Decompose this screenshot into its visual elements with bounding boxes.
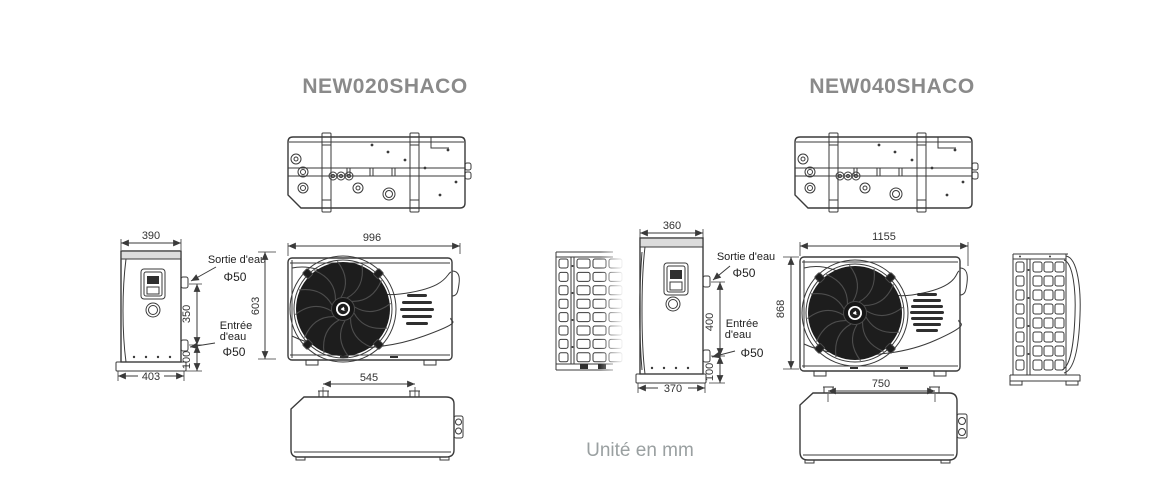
rear-grille-view-020 [555,244,624,380]
water-outlet-port-040 [702,275,711,288]
water-inlet-port-020 [180,339,189,352]
outlet-label-040: Sortie d'eau [717,251,775,263]
model-title-new020shaco: NEW020SHACO [302,75,468,98]
water-inlet-port-040 [702,349,711,363]
dim-040-front-width: 1155 [872,231,896,243]
top-view-040 [794,132,979,213]
outlet-arrow-020 [190,266,217,282]
side-view-020-dimensions: 390 350 100 403 [117,230,202,383]
inlet-label-2-040: d'eau [725,329,752,341]
side-view-040-dimensions: 360 400 100 370 [637,220,725,395]
outlet-dia-040: Φ50 [733,266,756,280]
dim-040-base-width: 370 [664,383,682,395]
inlet-label-2-020: d'eau [220,331,247,343]
inlet-dia-020: Φ50 [223,345,246,359]
top-view-020 [287,132,472,213]
outlet-label-020: Sortie d'eau [208,254,266,266]
dim-040-top-width: 360 [663,220,681,232]
unit-note: Unité en mm [586,440,694,461]
inlet-label-1-020: Entrée [220,320,252,332]
port-labels-040: Sortie d'eau Φ50 Entrée d'eau Φ50 [711,251,775,360]
dim-040-mount-spacing: 750 [872,378,890,390]
vent-grille-020 [340,294,434,358]
outlet-arrow-040 [712,265,731,281]
model-020-group: 390 350 100 403 Sortie d'eau Φ50 Entrée … [115,132,624,461]
dim-020-front-height: 603 [250,297,262,315]
pipe-connector-040 [956,413,968,439]
fan-040 [802,260,908,366]
inlet-arrow-040 [711,350,736,359]
dim-020-base-offset: 100 [181,351,193,369]
side-handle-040 [959,267,968,296]
fan-020 [290,256,396,362]
side-handle-020 [451,270,460,297]
model-title-new040shaco: NEW040SHACO [809,75,975,98]
dim-040-base-offset: 100 [704,363,716,381]
rear-grille-view-040 [1009,253,1081,386]
inlet-label-1-040: Entrée [726,318,758,330]
water-outlet-port-020 [180,276,189,289]
dim-020-port-spacing: 350 [181,305,193,323]
model-040-group: 360 400 100 370 Sortie d'eau Φ50 Entrée … [635,132,1081,464]
front-view-020: 996 603 [250,232,461,366]
port-labels-020: Sortie d'eau Φ50 Entrée d'eau Φ50 [189,254,266,359]
dim-020-top-width: 390 [142,230,160,242]
side-view-020 [115,250,189,372]
outlet-dia-020: Φ50 [224,270,247,284]
bottom-view-040: 750 [799,378,968,464]
pipe-connector-020 [453,415,464,439]
inlet-arrow-020 [189,342,216,350]
dim-020-mount-spacing: 545 [360,372,378,384]
dim-040-port-spacing: 400 [704,313,716,331]
side-view-040 [635,237,711,384]
dim-040-front-height: 868 [775,300,787,318]
inlet-dia-040: Φ50 [741,346,764,360]
front-view-040: 1155 868 [775,231,969,377]
dim-020-front-width: 996 [363,232,381,244]
dim-020-base-width: 403 [142,371,160,383]
bottom-view-020: 545 [290,372,464,461]
vent-grille-040 [850,293,944,369]
